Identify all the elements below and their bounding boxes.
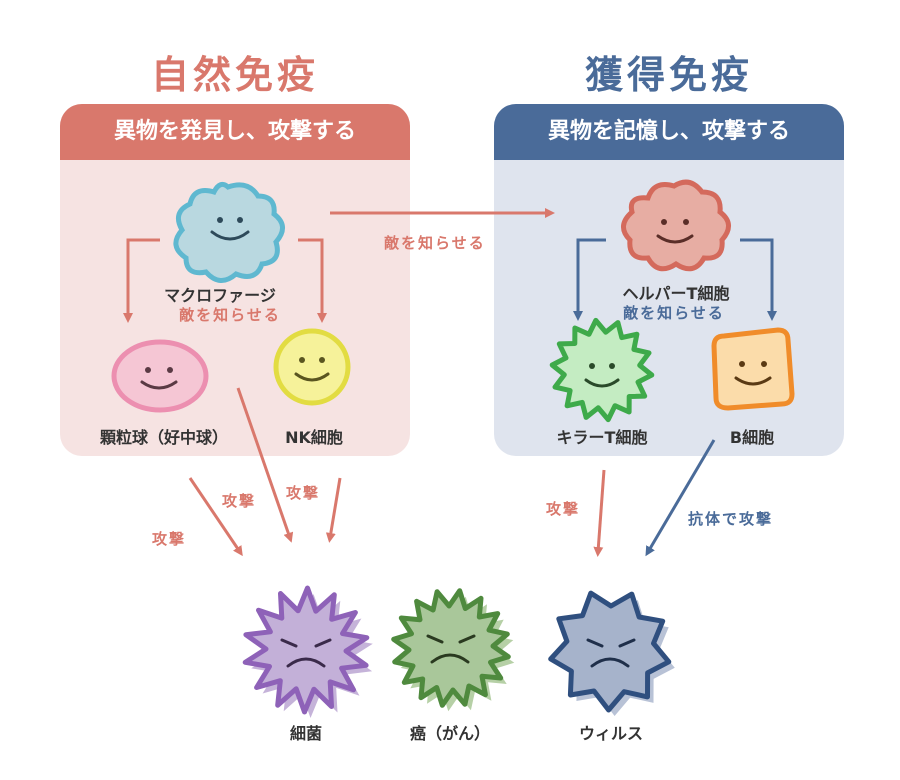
nk-cell-icon [273,328,351,406]
virus-icon [548,590,675,716]
attack-label-1: 攻撃 [152,530,187,548]
granulocyte-icon [111,339,209,413]
granulocyte-label: 顆粒球（好中球） [99,428,228,447]
helper-t-cell-label: ヘルパーT細胞 [622,284,730,303]
adaptive-inform-label: 敵を知らせる [623,304,725,322]
innate-panel-header: 異物を発見し、攻撃する [60,104,410,160]
adaptive-panel: 異物を記憶し、攻撃する [494,104,844,456]
innate-inform-label: 敵を知らせる [179,306,281,324]
attack-label-3: 攻撃 [286,484,321,502]
helper-t-cell-icon [621,179,731,272]
cancer-label: 癌（がん） [409,724,490,743]
attack-label-2: 攻撃 [222,492,257,510]
attack-arrows [188,387,716,557]
virus-label: ウィルス [578,724,643,743]
innate-panel: 異物を発見し、攻撃する [60,104,410,456]
macrophage-arrows [123,238,327,323]
cross-inform-label: 敵を知らせる [384,234,486,252]
bacteria-icon [242,585,373,718]
nk-cell-label: NK細胞 [285,428,343,447]
macrophage-label: マクロファージ [164,286,276,305]
helper-t-arrows [573,238,777,321]
adaptive-immunity-title: 獲得免疫 [584,53,753,97]
b-cell-icon [711,327,795,411]
innate-immunity-title: 自然免疫 [150,53,319,97]
bacteria-label: 細菌 [289,724,322,743]
macrophage-icon [173,181,285,283]
attack-label-4: 攻撃 [546,500,581,518]
killer-t-cell-label: キラーT細胞 [556,428,648,447]
killer-t-cell-icon [549,317,655,423]
adaptive-panel-header: 異物を記憶し、攻撃する [494,104,844,160]
b-cell-label: B細胞 [729,428,775,447]
cancer-icon [391,588,515,712]
antibody-attack-label: 抗体で攻撃 [688,510,774,528]
